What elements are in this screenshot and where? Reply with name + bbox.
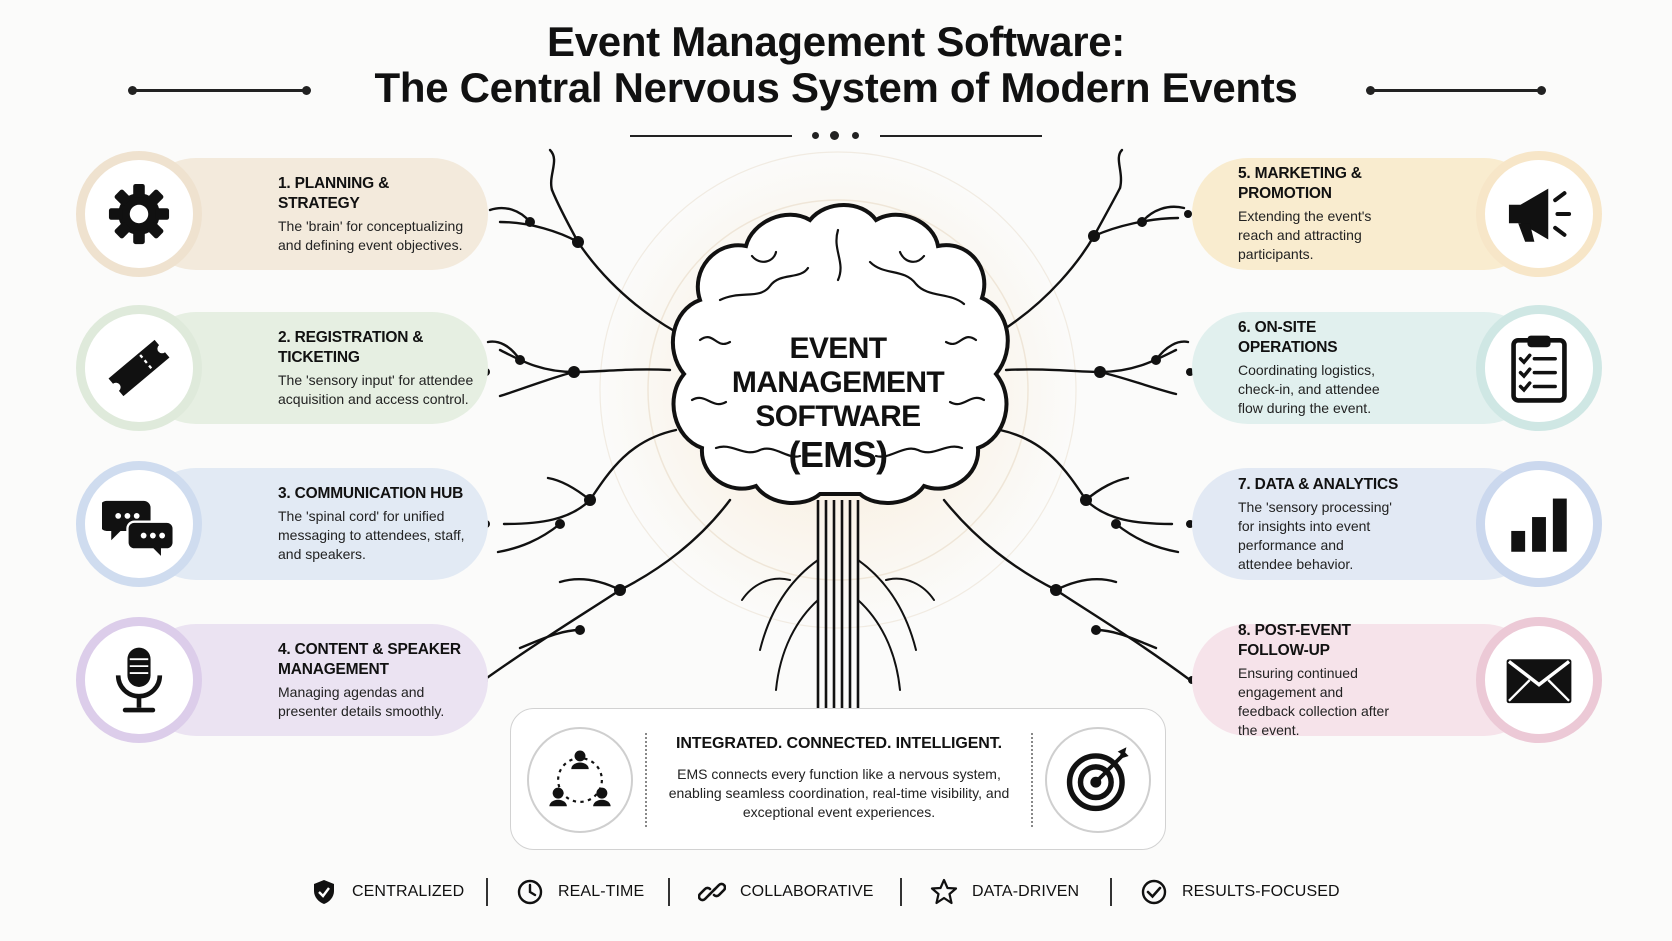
feature-separator — [668, 878, 670, 906]
card-icon-circle-7 — [1476, 461, 1602, 587]
subtitle-rule-right — [880, 135, 1042, 137]
feature-separator — [1110, 878, 1112, 906]
ticket-icon — [108, 339, 170, 397]
feature-separator — [486, 878, 488, 906]
summary-divider-left — [645, 733, 647, 827]
subtitle-dot-2 — [830, 131, 839, 140]
summary-description: EMS connects every function like a nervo… — [668, 766, 1010, 820]
card-icon-circle-2 — [76, 305, 202, 431]
card-description: Extending the event's reach and attracti… — [1238, 208, 1372, 262]
card-icon-circle-8 — [1476, 617, 1602, 743]
link-icon — [698, 882, 726, 902]
card-description: Managing agendas and presenter details s… — [278, 683, 445, 719]
envelope-icon — [1506, 659, 1572, 704]
title-rule-right — [1370, 89, 1542, 92]
subtitle-dot-3 — [852, 132, 859, 139]
feature-label: DATA-DRIVEN — [972, 883, 1080, 900]
card-title: 4. CONTENT & SPEAKER MANAGEMENT — [278, 640, 461, 678]
spinal-cord — [816, 500, 860, 708]
brain-label-line-1: EVENT — [789, 332, 887, 365]
feature-results-focused: RESULTS-FOCUSED — [1140, 872, 1340, 912]
card-icon-circle-6 — [1476, 305, 1602, 431]
target-arrow-icon — [1066, 747, 1129, 812]
summary-title: INTEGRATED. CONNECTED. INTELLIGENT. — [676, 735, 1002, 752]
nerves-right — [942, 148, 1192, 682]
subtitle-rule-left — [630, 135, 792, 137]
subtitle-dot-1 — [812, 132, 819, 139]
check-circle-icon — [1141, 879, 1167, 905]
feature-collaborative: COLLABORATIVE — [698, 872, 874, 912]
summary-text: INTEGRATED. CONNECTED. INTELLIGENT. EMS … — [665, 735, 1013, 822]
feature-separator — [900, 878, 902, 906]
card-description: The 'brain' for conceptualizing and defi… — [278, 217, 464, 253]
title-rule-right-dot-inner — [1366, 86, 1375, 95]
card-icon-circle-3 — [76, 461, 202, 587]
summary-box: INTEGRATED. CONNECTED. INTELLIGENT. EMS … — [510, 708, 1166, 850]
feature-real-time: REAL-TIME — [516, 872, 644, 912]
card-title: 6. ON-SITE OPERATIONS — [1238, 319, 1338, 356]
feature-data-driven: DATA-DRIVEN — [930, 872, 1079, 912]
nerve-nodes-right — [1050, 210, 1196, 684]
card-description: Coordinating logistics, check-in, and at… — [1238, 362, 1380, 416]
card-icon-circle-4 — [76, 617, 202, 743]
brain-label-line-4: (EMS) — [788, 434, 889, 475]
brain-label-line-2: MANAGEMENT — [731, 366, 945, 399]
megaphone-icon — [1508, 188, 1572, 242]
feature-strip: CENTRALIZED REAL-TIME COLLABORATIVE DATA… — [0, 872, 1672, 912]
summary-left-icon-circle — [527, 727, 633, 833]
feature-label: COLLABORATIVE — [740, 883, 874, 900]
card-onsite-operations: 6. ON-SITE OPERATIONS Coordinating logis… — [1192, 312, 1540, 424]
brain-outline — [670, 203, 1010, 506]
card-description: Ensuring continued engagement and feedba… — [1238, 664, 1389, 738]
title-rule-left-dot-inner — [302, 86, 311, 95]
feature-label: RESULTS-FOCUSED — [1182, 883, 1340, 900]
spinal-roots — [741, 559, 935, 691]
brain-ring-inner — [647, 199, 1029, 581]
title-rule-left-dot — [128, 86, 137, 95]
brain-label-line-3: SOFTWARE — [755, 400, 921, 433]
card-title: 8. POST-EVENT FOLLOW-UP — [1238, 621, 1351, 659]
brain-label: EVENT MANAGEMENT SOFTWARE (EMS) — [700, 332, 976, 476]
card-description: The 'spinal cord' for unified messaging … — [278, 508, 465, 562]
title-rule-left — [132, 89, 308, 92]
microphone-icon — [115, 647, 163, 713]
feature-label: CENTRALIZED — [352, 883, 465, 900]
card-content-speaker: 4. CONTENT & SPEAKER MANAGEMENT Managing… — [140, 624, 488, 736]
nerve-nodes-left — [480, 217, 626, 684]
clock-icon — [517, 879, 543, 905]
feature-centralized: CENTRALIZED — [310, 872, 464, 912]
summary-right-icon-circle — [1045, 727, 1151, 833]
card-icon-circle-5 — [1476, 151, 1602, 277]
card-title: 1. PLANNING & STRATEGY — [278, 174, 390, 212]
title-rule-right-dot — [1537, 86, 1546, 95]
card-title: 3. COMMUNICATION HUB — [278, 485, 464, 502]
shield-icon — [314, 880, 334, 904]
page-title-line-1: Event Management Software: — [547, 18, 1125, 65]
card-title: 5. MARKETING & PROMOTION — [1238, 165, 1362, 202]
chat-bubbles-icon — [102, 500, 175, 561]
star-icon — [930, 878, 958, 905]
card-icon-circle-1 — [76, 151, 202, 277]
card-description: The 'sensory processing' for insights in… — [1238, 498, 1392, 572]
clipboard-checklist-icon — [1511, 335, 1567, 403]
page-title-line-2: The Central Nervous System of Modern Eve… — [374, 64, 1298, 111]
team-network-icon — [549, 750, 611, 807]
feature-label: REAL-TIME — [558, 883, 645, 900]
card-description: The 'sensory input' for attendee acquisi… — [278, 371, 474, 407]
brain-folds — [690, 228, 986, 458]
summary-divider-right — [1031, 733, 1033, 827]
card-title: 2. REGISTRATION & TICKETING — [278, 328, 424, 366]
brain-ring-outer — [599, 151, 1077, 629]
gear-icon — [108, 183, 170, 245]
bar-chart-icon — [1511, 498, 1567, 552]
card-title: 7. DATA & ANALYTICS — [1238, 475, 1399, 493]
